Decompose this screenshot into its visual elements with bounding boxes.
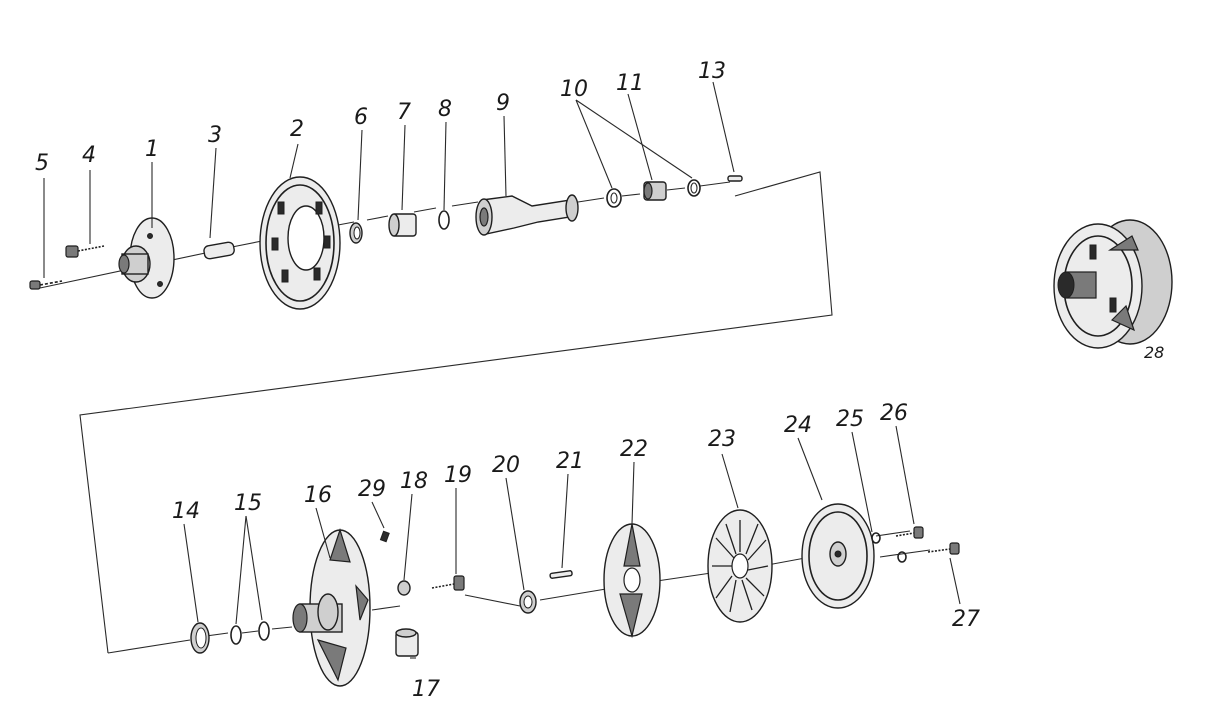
part-9-sleeve <box>475 194 579 236</box>
label-part-24: 24 <box>784 413 812 438</box>
label-part-16: 16 <box>304 483 332 508</box>
part-10-ring-b <box>687 179 701 197</box>
part-13-pin <box>727 175 743 182</box>
label-part-5: 5 <box>35 151 49 176</box>
part-5-screw <box>29 280 63 290</box>
label-part-21: 21 <box>556 449 584 474</box>
part-15-ring-b <box>258 621 270 641</box>
label-part-10: 10 <box>560 77 588 102</box>
label-part-26: 26 <box>880 401 908 426</box>
label-part-29: 29 <box>358 477 386 502</box>
label-part-13: 13 <box>698 59 726 84</box>
label-part-27: 27 <box>952 607 980 632</box>
part-2-plate <box>259 176 341 310</box>
part-11-nut <box>643 181 667 201</box>
part-7-bushing <box>388 213 417 237</box>
label-part-3: 3 <box>208 123 222 148</box>
label-part-25: 25 <box>836 407 864 432</box>
part-17-bushing <box>395 628 419 657</box>
part-18-nut <box>397 580 411 596</box>
label-part-6: 6 <box>354 105 368 130</box>
connector-frame <box>79 171 833 654</box>
part-15-ring-a <box>230 625 242 645</box>
part-22-friction-disc <box>603 523 661 639</box>
label-part-17: 17 <box>412 677 440 702</box>
part-10-ring-a <box>606 188 622 208</box>
label-part-18: 18 <box>400 469 428 494</box>
part-28-assembly <box>1053 219 1173 349</box>
part-8-oring <box>438 210 450 230</box>
part-6-ring <box>349 222 363 244</box>
part-26-screw <box>895 526 924 539</box>
label-part-11: 11 <box>616 71 644 96</box>
label-part-28: 28 <box>1144 343 1164 362</box>
label-part-8: 8 <box>438 97 452 122</box>
part-20-washer <box>519 590 537 614</box>
part-4-bolt <box>65 245 105 258</box>
label-part-20: 20 <box>492 453 520 478</box>
lower-axis <box>205 530 931 637</box>
part-29-nipple <box>379 530 390 543</box>
leader-lines <box>43 81 961 659</box>
label-part-14: 14 <box>172 499 200 524</box>
part-16-drive-disc <box>292 528 371 687</box>
part-19-bolt <box>431 575 465 591</box>
part-21-pin <box>549 570 573 579</box>
label-part-19: 19 <box>444 463 472 488</box>
part-23-spring-plate <box>707 509 773 623</box>
label-part-4: 4 <box>82 143 96 168</box>
part-14-snap-ring <box>190 622 210 654</box>
label-part-2: 2 <box>290 117 304 142</box>
part-25-washer-b <box>897 551 907 563</box>
part-24-pressure-plate <box>801 503 875 609</box>
label-part-7: 7 <box>397 100 411 125</box>
part-3-pin <box>203 241 235 260</box>
part-27-screw <box>927 542 960 555</box>
part-1-hub <box>118 217 175 299</box>
label-part-9: 9 <box>496 91 510 116</box>
part-25-washer-a <box>871 532 881 544</box>
part-labels: 5 4 1 3 2 6 7 8 9 10 11 13 28 14 15 16 2… <box>35 59 1164 702</box>
label-part-22: 22 <box>620 437 648 462</box>
label-part-1: 1 <box>145 137 159 162</box>
label-part-15: 15 <box>234 491 262 516</box>
label-part-23: 23 <box>708 427 736 452</box>
